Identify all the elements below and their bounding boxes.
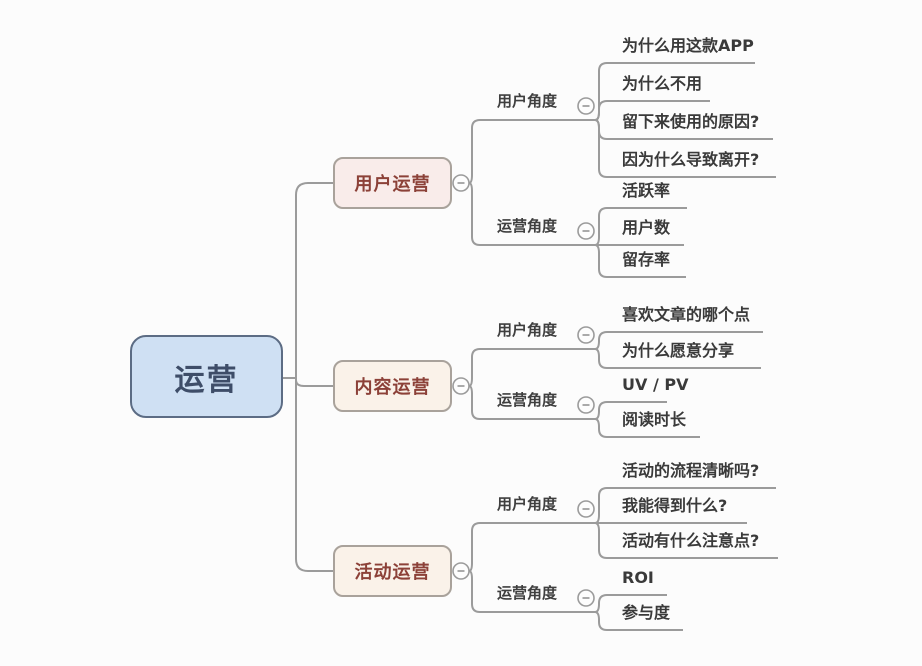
group-user-perspective[interactable]: 用户角度: [497, 92, 558, 110]
group-user-perspective[interactable]: 用户角度: [497, 321, 558, 339]
connector-line: [468, 119, 595, 184]
connector-line: [295, 378, 333, 387]
connector-line: [468, 182, 595, 246]
connector-line: [594, 348, 761, 369]
collapse-icon[interactable]: [577, 500, 595, 518]
connector-line: [594, 100, 710, 121]
connector-line: [468, 348, 595, 387]
leaf-item[interactable]: 阅读时长: [622, 410, 687, 429]
group-ops-perspective[interactable]: 运营角度: [497, 391, 558, 409]
connector-line: [594, 244, 686, 278]
collapse-icon[interactable]: [577, 97, 595, 115]
collapse-icon[interactable]: [452, 562, 470, 580]
connector-line: [295, 378, 333, 572]
leaf-item[interactable]: 因为什么导致离开?: [622, 150, 760, 169]
connector-line: [295, 182, 333, 378]
leaf-item[interactable]: 活动有什么注意点?: [622, 531, 760, 550]
leaf-item[interactable]: 留下来使用的原因?: [622, 112, 760, 131]
leaf-item[interactable]: 参与度: [622, 603, 671, 622]
connector-line: [468, 385, 595, 420]
leaf-item[interactable]: 用户数: [622, 218, 671, 237]
leaf-item[interactable]: UV / PV: [622, 375, 689, 394]
root-node-operations[interactable]: 运营: [130, 335, 283, 418]
leaf-item[interactable]: 活跃率: [622, 181, 671, 200]
collapse-icon[interactable]: [452, 377, 470, 395]
group-ops-perspective[interactable]: 运营角度: [497, 584, 558, 602]
leaf-item[interactable]: 为什么愿意分享: [622, 341, 735, 360]
collapse-icon[interactable]: [452, 174, 470, 192]
collapse-icon[interactable]: [577, 396, 595, 414]
connector-line: [468, 522, 595, 572]
collapse-icon[interactable]: [577, 326, 595, 344]
leaf-item[interactable]: 我能得到什么?: [622, 496, 728, 515]
connector-line: [594, 594, 667, 613]
leaf-item[interactable]: 为什么不用: [622, 74, 703, 93]
connector-line: [594, 522, 778, 559]
branch-node-user-operations[interactable]: 用户运营: [333, 157, 452, 209]
connector-line: [594, 119, 776, 178]
leaf-item[interactable]: ROI: [622, 568, 654, 587]
collapse-icon[interactable]: [577, 589, 595, 607]
group-ops-perspective[interactable]: 运营角度: [497, 217, 558, 235]
leaf-item[interactable]: 为什么用这款APP: [622, 36, 754, 55]
branch-node-content-operations[interactable]: 内容运营: [333, 360, 452, 412]
leaf-item[interactable]: 活动的流程清晰吗?: [622, 461, 760, 480]
group-user-perspective[interactable]: 用户角度: [497, 495, 558, 513]
leaf-item[interactable]: 喜欢文章的哪个点: [622, 305, 751, 324]
connector-line: [468, 570, 595, 613]
connector-line: [594, 331, 763, 350]
connector-line: [594, 401, 667, 420]
connector-line: [594, 611, 683, 631]
collapse-icon[interactable]: [577, 222, 595, 240]
branch-node-activity-operations[interactable]: 活动运营: [333, 545, 452, 597]
leaf-item[interactable]: 留存率: [622, 250, 671, 269]
connector-line: [594, 418, 700, 438]
